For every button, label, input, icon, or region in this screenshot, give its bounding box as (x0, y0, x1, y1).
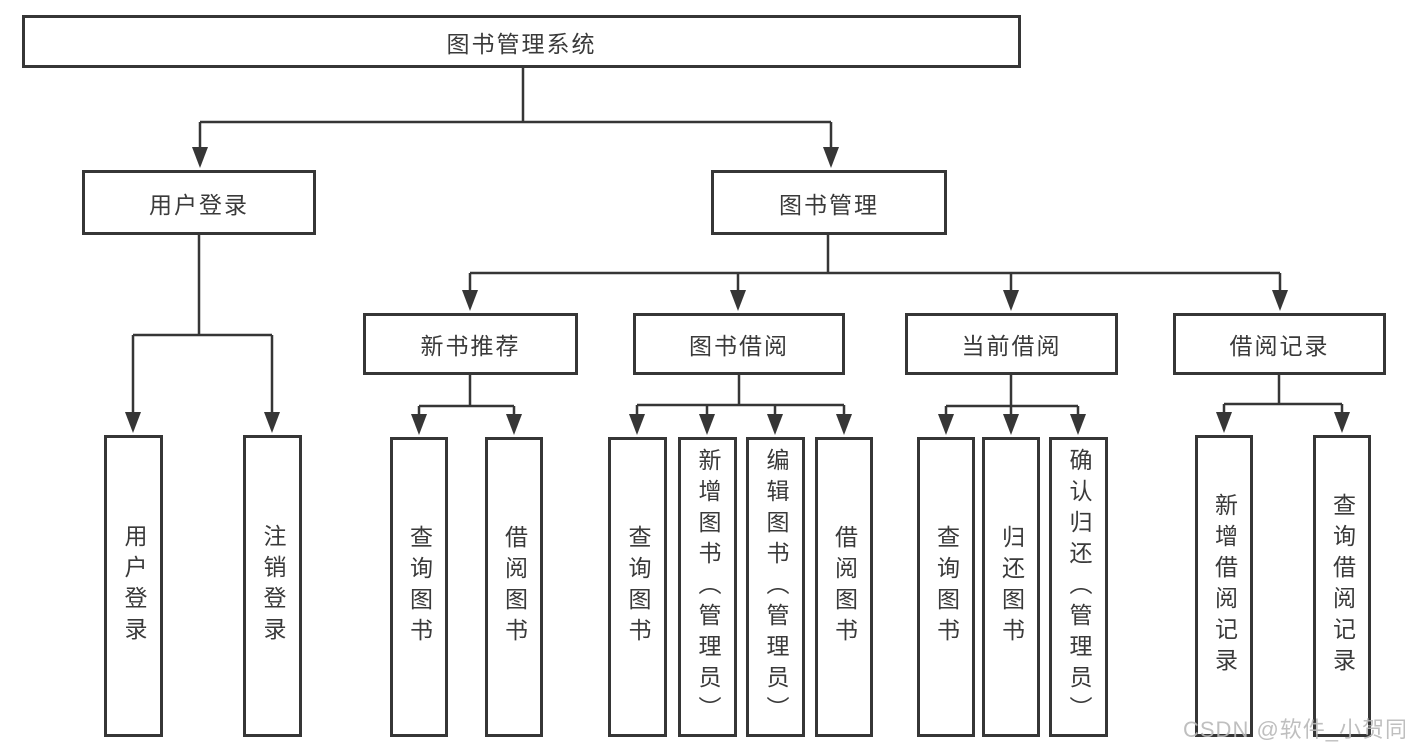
leaf-borrow-query-books: 查询图书 (608, 437, 667, 737)
leaf-records-add-record: 新增借阅记录 (1195, 435, 1253, 737)
leaf-current-query-books-label: 查询图书 (933, 525, 960, 649)
node-current-borrowing-label: 当前借阅 (961, 333, 1062, 359)
leaf-current-confirm-return-admin-label: 确认归还（管理员） (1066, 447, 1092, 727)
node-book-borrowing: 图书借阅 (633, 313, 845, 375)
leaf-current-confirm-return-admin: 确认归还（管理员） (1049, 437, 1108, 737)
node-user-login: 用户登录 (82, 170, 316, 235)
leaf-records-query-record-label: 查询借阅记录 (1329, 493, 1356, 679)
node-borrowing-records-label: 借阅记录 (1229, 333, 1330, 359)
leaf-recommend-borrow-books: 借阅图书 (485, 437, 543, 737)
leaf-recommend-query-books: 查询图书 (390, 437, 448, 737)
node-root-label: 图书管理系统 (446, 30, 597, 57)
node-user-login-label: 用户登录 (149, 191, 249, 218)
leaf-borrow-edit-books-admin-label: 编辑图书（管理员） (763, 447, 789, 727)
node-new-book-recommendation: 新书推荐 (363, 313, 578, 375)
node-current-borrowing: 当前借阅 (905, 313, 1118, 375)
node-book-management-label: 图书管理 (779, 191, 879, 218)
leaf-borrow-edit-books-admin: 编辑图书（管理员） (746, 437, 805, 737)
leaf-borrow-add-books-admin-label: 新增图书（管理员） (695, 447, 721, 727)
leaf-records-query-record: 查询借阅记录 (1313, 435, 1371, 737)
leaf-user-login-label: 用户登录 (121, 524, 147, 648)
leaf-current-query-books: 查询图书 (917, 437, 975, 737)
leaf-recommend-borrow-books-label: 借阅图书 (501, 525, 528, 649)
leaf-current-return-books-label: 归还图书 (998, 525, 1025, 649)
leaf-borrow-add-books-admin: 新增图书（管理员） (678, 437, 737, 737)
node-new-book-recommendation-label: 新书推荐 (420, 333, 521, 359)
leaf-borrow-borrow-books-label: 借阅图书 (831, 525, 858, 649)
leaf-borrow-borrow-books: 借阅图书 (815, 437, 873, 737)
leaf-borrow-query-books-label: 查询图书 (625, 525, 651, 649)
leaf-records-add-record-label: 新增借阅记录 (1211, 493, 1238, 679)
node-borrowing-records: 借阅记录 (1173, 313, 1386, 375)
leaf-logout: 注销登录 (243, 435, 302, 737)
node-book-borrowing-label: 图书借阅 (689, 333, 789, 359)
leaf-user-login: 用户登录 (104, 435, 163, 737)
leaf-logout-label: 注销登录 (260, 524, 286, 648)
leaf-recommend-query-books-label: 查询图书 (406, 525, 433, 649)
node-root: 图书管理系统 (22, 15, 1021, 68)
node-book-management: 图书管理 (711, 170, 947, 235)
leaf-current-return-books: 归还图书 (982, 437, 1040, 737)
csdn-watermark: CSDN @软件_小贺同学 (1183, 717, 1405, 742)
